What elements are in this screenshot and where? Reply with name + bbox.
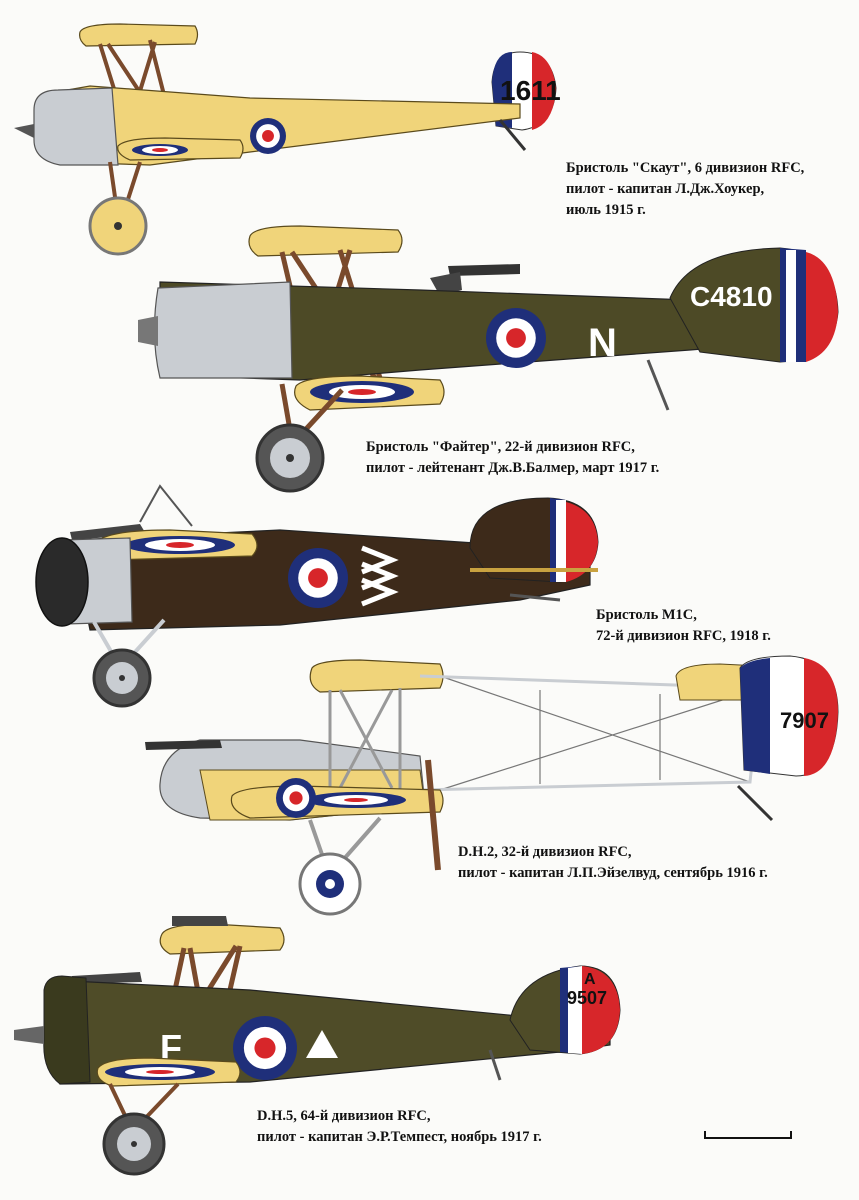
- m1c-caption-line-1: Бристоль M1C,: [596, 607, 697, 623]
- bristol-fighter-profile: C4810 N: [138, 225, 839, 493]
- dh5-code: F: [160, 1027, 182, 1068]
- dh5-caption-line-2: пилот - капитан Э.Р.Темпест, ноябрь 1917…: [257, 1129, 542, 1145]
- dh2-caption: D.H.2, 32-й дивизион RFC, пилот - капита…: [458, 842, 768, 884]
- scale-bar: [704, 1131, 792, 1139]
- dh5-profile: A 9507 F: [14, 916, 621, 1176]
- scout-caption: Бристоль "Скаут", 6 дивизион RFC, пилот …: [566, 158, 804, 221]
- fighter-code: N: [588, 321, 617, 365]
- dh5-caption: D.H.5, 64-й дивизион RFC, пилот - капита…: [257, 1106, 542, 1148]
- fighter-caption: Бристоль "Файтер", 22-й дивизион RFC, пи…: [366, 437, 659, 479]
- fighter-caption-line-1: Бристоль "Файтер", 22-й дивизион RFC,: [366, 439, 635, 455]
- m1c-caption: Бристоль M1C, 72-й дивизион RFC, 1918 г.: [596, 605, 771, 647]
- scout-caption-line-3: июль 1915 г.: [566, 202, 646, 218]
- dh5-caption-line-1: D.H.5, 64-й дивизион RFC,: [257, 1108, 431, 1124]
- dh2-caption-line-1: D.H.2, 32-й дивизион RFC,: [458, 844, 632, 860]
- dh2-profile: 7907: [145, 655, 839, 916]
- scout-serial: 1611: [500, 75, 561, 106]
- dh2-serial: 7907: [780, 708, 829, 733]
- fighter-serial: C4810: [690, 281, 773, 312]
- scout-caption-line-1: Бристоль "Скаут", 6 дивизион RFC,: [566, 160, 805, 176]
- bristol-scout-profile: 1611: [14, 23, 561, 256]
- bristol-m1c-profile: [35, 484, 599, 708]
- dh2-caption-line-2: пилот - капитан Л.П.Эйзелвуд, сентябрь 1…: [458, 865, 768, 881]
- scout-caption-line-2: пилот - капитан Л.Дж.Хоукер,: [566, 181, 765, 197]
- fighter-caption-line-2: пилот - лейтенант Дж.В.Балмер, март 1917…: [366, 460, 660, 476]
- dh5-fin-code: A: [584, 971, 596, 988]
- dh5-serial: 9507: [567, 988, 607, 1008]
- m1c-caption-line-2: 72-й дивизион RFC, 1918 г.: [596, 628, 771, 644]
